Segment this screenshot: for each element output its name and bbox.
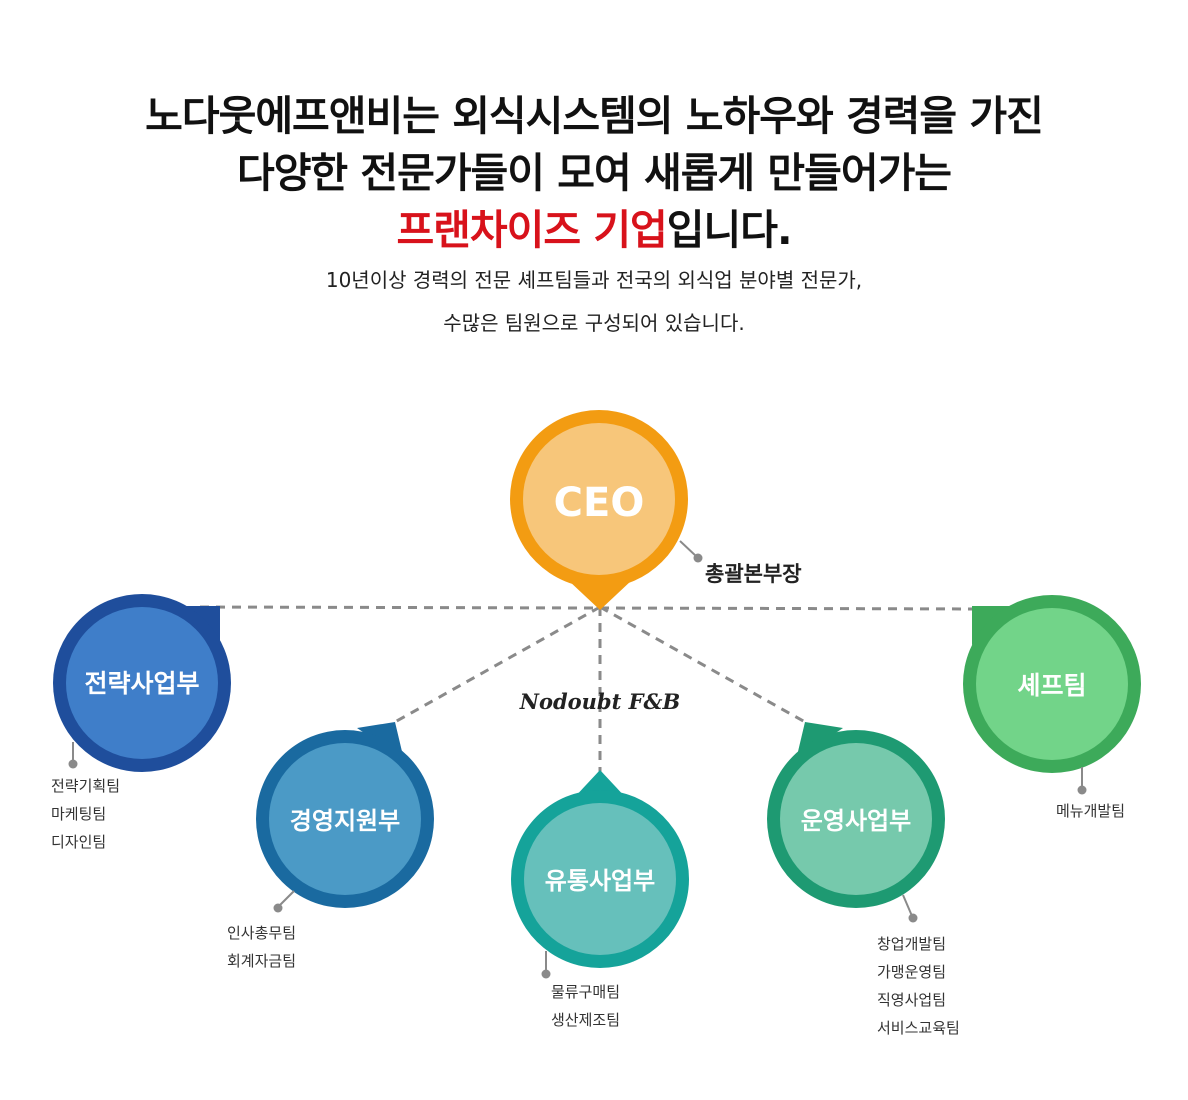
ceo-leader-dot [693,553,703,563]
headline-line-1: 노다웃에프앤비는 외식시스템의 노하우와 경력을 가진 [145,92,1044,140]
subtext-line-2: 수많은 팀원으로 구성되어 있습니다. [443,311,745,335]
ceo-leader-line [679,540,698,558]
division-distribution: 유통사업부 [511,770,689,979]
division-strategy-label: 전략사업부 [84,669,199,698]
division-distribution-inner [524,803,676,955]
connector-management [394,605,601,724]
headline-highlight: 프랜차이즈 기업 [396,206,667,254]
division-strategy-leader-dot [68,759,78,769]
ceo-label: CEO [554,480,645,526]
division-management-leader-dot [273,903,283,913]
division-management-label: 경영지원부 [290,807,400,835]
teams-strategy: 전략기획팀 마케팅팀 디자인팀 [51,772,120,856]
team-item: 직영사업팀 [877,991,947,1009]
division-management: 경영지원부 [256,722,434,913]
team-item: 생산제조팀 [551,1011,621,1029]
team-item: 물류구매팀 [551,983,621,1001]
team-item: 서비스교육팀 [877,1019,960,1037]
team-item: 디자인팀 [51,833,107,851]
headline-line-2: 다양한 전문가들이 모여 새롭게 만들어가는 [236,149,952,197]
team-item: 전략기획팀 [51,777,121,795]
subtext-line-1: 10년이상 경력의 전문 셰프팀들과 전국의 외식업 분야별 전문가, [325,268,863,292]
ceo-node: CEO 총괄본부장 [510,410,802,610]
division-chef-inner [976,608,1128,760]
team-item: 창업개발팀 [877,935,947,953]
subtext: 10년이상 경력의 전문 셰프팀들과 전국의 외식업 분야별 전문가, 수많은 … [0,259,1188,345]
headline-line-3-rest: 입니다. [666,206,793,254]
division-operations-inner [780,743,932,895]
ceo-side-label: 총괄본부장 [705,562,802,586]
division-distribution-leader-dot [541,969,551,979]
team-item: 회계자금팀 [227,952,297,970]
division-distribution-label: 유통사업부 [545,867,655,895]
teams-chef: 메뉴개발팀 [1056,797,1125,825]
division-operations-label: 운영사업부 [801,807,911,835]
division-operations-leader-line [902,894,913,917]
division-strategy: 전략사업부 [53,594,231,772]
connector-horizontal [199,605,986,611]
teams-management: 인사총무팀 회계자금팀 [227,919,296,975]
team-item: 메뉴개발팀 [1056,802,1126,820]
connector-operations [599,605,806,724]
division-chef-label: 셰프팀 [1017,671,1086,700]
teams-operations: 창업개발팀 가맹운영팀 직영사업팀 서비스교육팀 [877,930,960,1042]
teams-distribution: 물류구매팀 생산제조팀 [551,978,620,1034]
division-management-leader-line [278,890,295,907]
headline-line-3: 프랜차이즈 기업입니다. [0,202,1188,259]
division-management-inner [269,743,421,895]
headline: 노다웃에프앤비는 외식시스템의 노하우와 경력을 가진 다양한 전문가들이 모여… [0,88,1188,259]
division-chef: 셰프팀 [963,595,1141,795]
division-chef-leader-dot [1077,785,1087,795]
connector-lines [199,605,986,772]
team-item: 마케팅팀 [51,805,107,823]
division-operations-leader-dot [908,913,918,923]
brand-label: Nodoubt F&B [519,689,680,714]
division-operations: 운영사업부 [767,722,945,923]
ceo-pointer [568,580,632,610]
ceo-inner [523,423,675,575]
team-item: 가맹운영팀 [877,963,947,981]
division-strategy-inner [66,607,218,759]
team-item: 인사총무팀 [227,924,297,942]
